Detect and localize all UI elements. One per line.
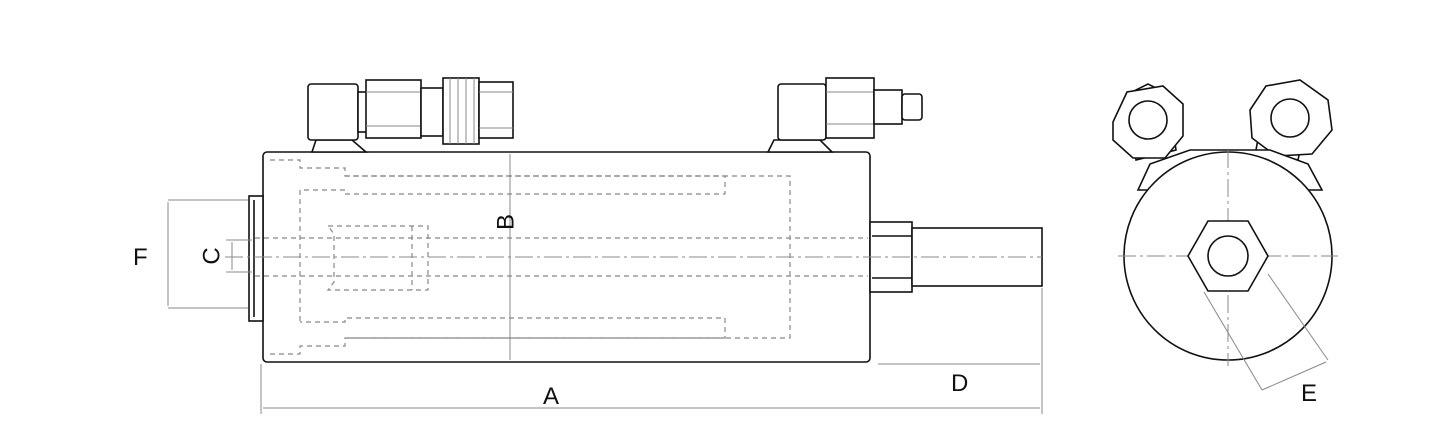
dimension-label-c: C [199,247,226,264]
end-view [1112,79,1338,391]
dimension-lines-end [1203,273,1329,391]
dimension-label-a: A [543,383,559,410]
dimension-lines-side [167,154,1043,414]
side-view [167,77,1043,414]
dimension-label-f: F [133,244,148,271]
dimension-label-b: B [493,214,520,230]
base-plate [248,195,264,322]
dimension-label-e: E [1301,380,1317,407]
coupler-right [766,77,923,153]
coupler-left [307,77,514,153]
dimension-label-d: D [951,370,968,397]
